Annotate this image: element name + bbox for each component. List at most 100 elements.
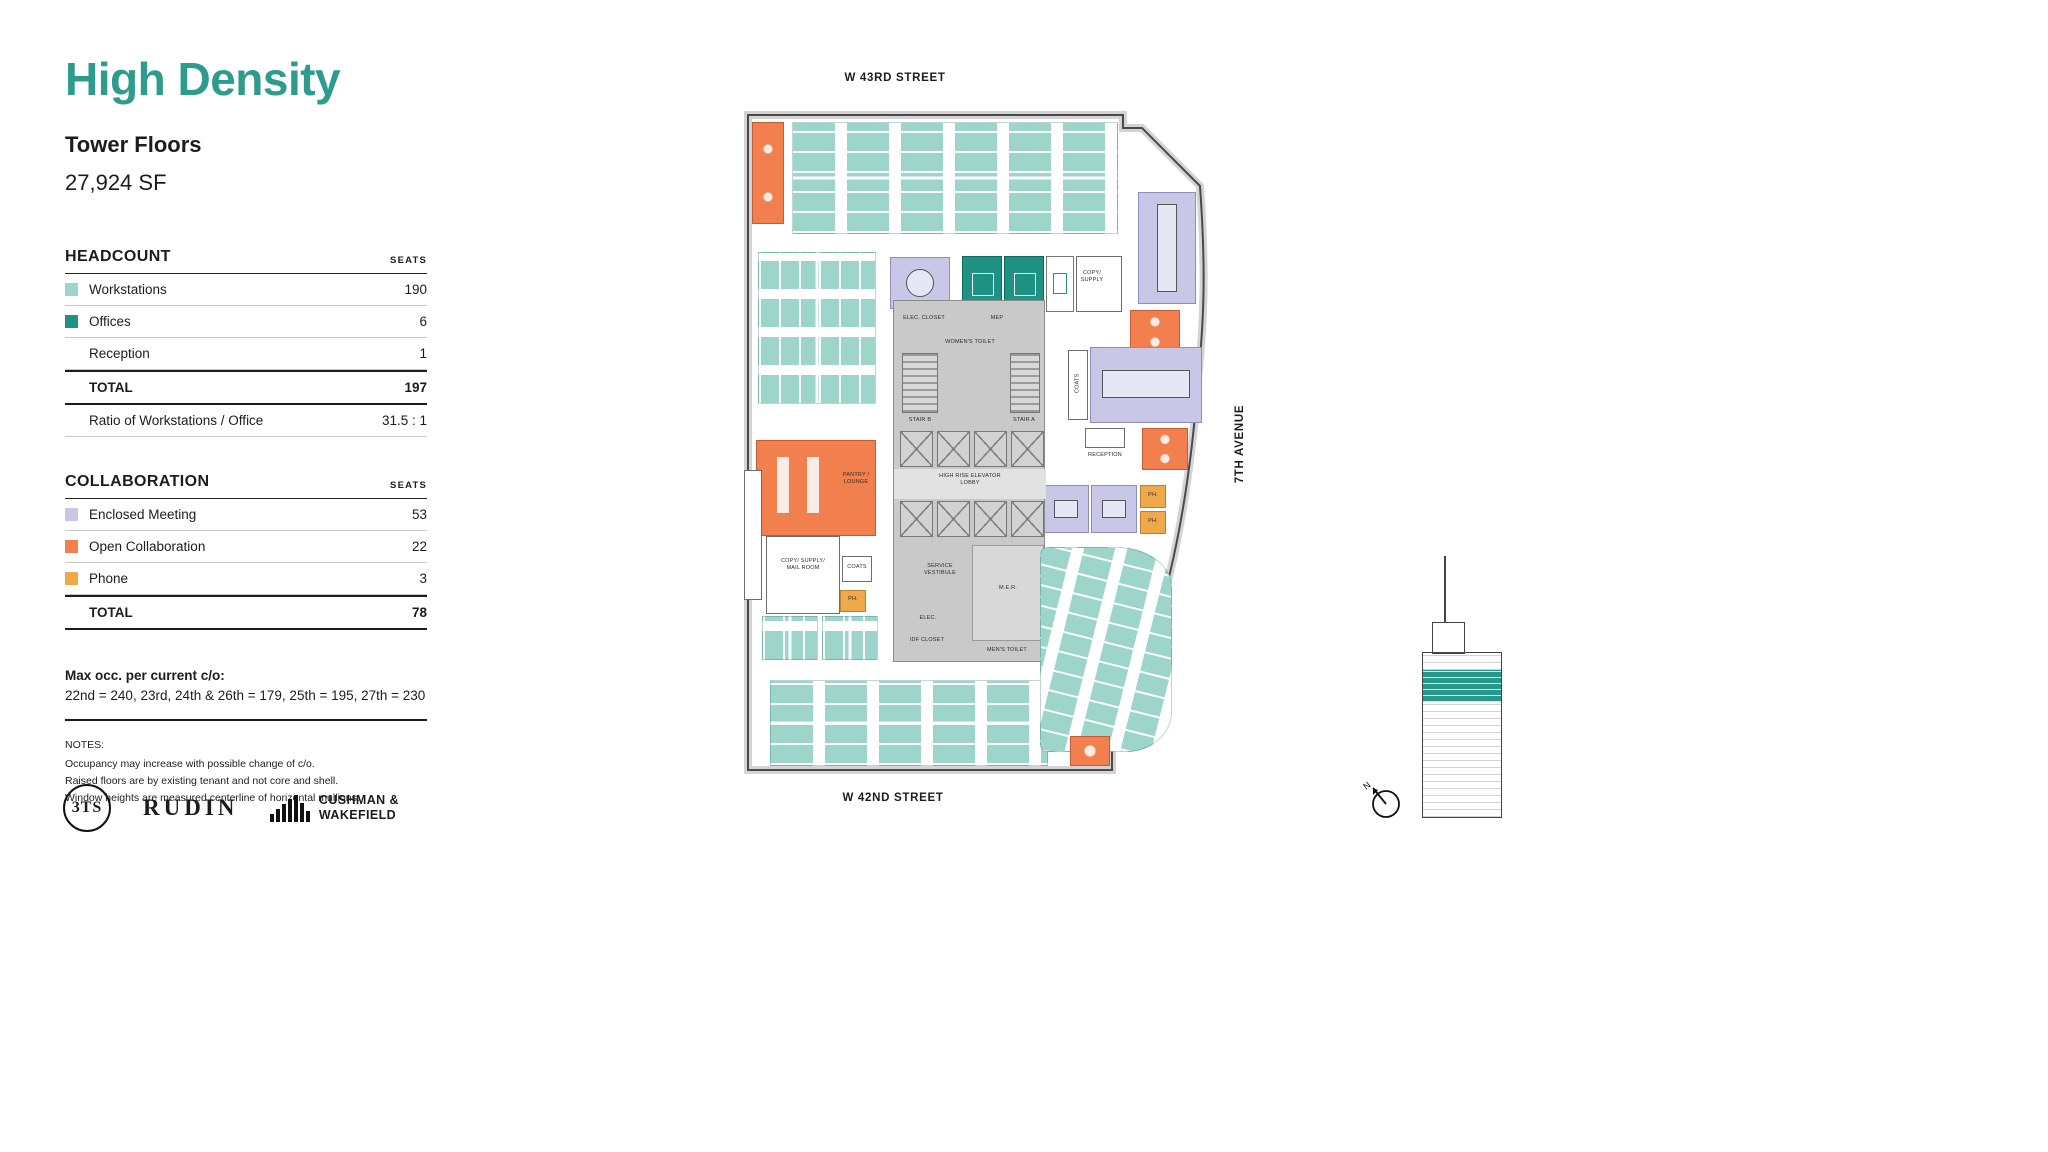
phone-room-3 — [840, 590, 866, 612]
page-title: High Density — [65, 53, 341, 105]
conference-table-icon — [1156, 204, 1178, 292]
building-crown — [1432, 622, 1465, 654]
elevator-shaft — [900, 431, 933, 467]
notes-heading: NOTES: — [65, 738, 105, 751]
row-label: Enclosed Meeting — [89, 507, 197, 522]
headcount-header: HEADCOUNT SEATS — [65, 248, 427, 274]
meeting-room-topright — [1138, 192, 1196, 304]
cushman-bars-icon — [270, 794, 310, 822]
row-value: 190 — [404, 282, 427, 297]
notes-line: Raised floors are by existing tenant and… — [65, 775, 339, 788]
idf-closet-label: IDF CLOSET — [909, 637, 945, 643]
collaboration-seats-label: SEATS — [390, 480, 427, 491]
row-label: TOTAL — [89, 380, 133, 395]
pantry-lounge-zone — [756, 440, 876, 536]
stair-b — [902, 353, 938, 413]
conference-room-right — [1090, 347, 1202, 423]
row-value: 1 — [419, 346, 427, 361]
logo-row: 3TS RUDIN CUSHMAN & WAKEFIELD — [63, 784, 399, 832]
stair-a — [1010, 353, 1040, 413]
meeting-room-small-2 — [1091, 485, 1137, 533]
notes-block: NOTES: Occupancy may increase with possi… — [65, 737, 427, 808]
elevator-lobby — [894, 469, 1046, 499]
open-collab-zone-reception — [1142, 428, 1188, 470]
workstations-zone-bottomleft-2 — [822, 616, 878, 660]
row-value: 78 — [411, 605, 427, 620]
area-label: 27,924 SF — [65, 170, 167, 195]
elevator-shaft — [937, 501, 970, 537]
row-label: Reception — [89, 346, 150, 361]
max-occupancy-block: Max occ. per current c/o: 22nd = 240, 23… — [65, 666, 427, 721]
phone-label: PH. — [1148, 492, 1158, 498]
elec-closet-label: ELEC. CLOSET — [903, 315, 945, 321]
cushman-line1: CUSHMAN & — [318, 793, 399, 808]
info-panel: High Density Tower Floors 27,924 SF HEAD… — [65, 52, 427, 808]
headcount-seats-label: SEATS — [390, 255, 427, 266]
max-occupancy-title: Max occ. per current c/o: — [65, 668, 225, 683]
cushman-wakefield-logo: CUSHMAN & WAKEFIELD — [270, 793, 399, 823]
row-label: Open Collaboration — [89, 539, 206, 554]
highlighted-floors-band — [1422, 670, 1502, 702]
mep-label: MEP — [990, 315, 1004, 321]
elevator-shaft — [974, 431, 1007, 467]
left-wall-shaft — [744, 470, 762, 600]
headcount-row-reception: Reception 1 — [65, 338, 427, 370]
floor-plan: W 43RD STREET W 42ND STREET 7TH AVENUE C… — [740, 60, 1246, 820]
open-collaboration-swatch — [65, 540, 78, 553]
rudin-logo: RUDIN — [143, 795, 239, 820]
coats-right-label: COATS — [1074, 373, 1081, 394]
stair-a-label: STAIR A — [1012, 417, 1036, 423]
workstations-zone-left — [758, 252, 876, 404]
workstations-zone-bottomleft-1 — [762, 616, 818, 660]
pantry-lounge-label: PANTRY / LOUNGE — [842, 472, 870, 485]
north-arrow-icon: N — [1361, 776, 1406, 824]
open-collab-zone-right-top — [1130, 310, 1180, 354]
cushman-line2: WAKEFIELD — [318, 808, 397, 822]
copy-mail-room — [766, 536, 840, 614]
row-label: TOTAL — [89, 605, 133, 620]
headcount-row-offices: Offices 6 — [65, 306, 427, 338]
conference-table-icon — [1102, 370, 1190, 399]
copy-supply-room — [1076, 256, 1122, 312]
row-value: 6 — [419, 314, 427, 329]
phone-room-2 — [1140, 511, 1166, 534]
elec-label: ELEC. — [919, 615, 937, 621]
phone-swatch — [65, 572, 78, 585]
headcount-section: HEADCOUNT SEATS Workstations 190 Offices… — [65, 248, 427, 437]
collaboration-header: COLLABORATION SEATS — [65, 473, 427, 499]
offices-swatch — [65, 315, 78, 328]
phone-room-1 — [1140, 485, 1166, 508]
headcount-row-workstations: Workstations 190 — [65, 274, 427, 306]
office-room-3 — [1046, 256, 1074, 312]
mer-room — [972, 545, 1044, 641]
workstations-zone-top — [792, 122, 1118, 234]
north-label: N — [1362, 780, 1372, 792]
reception-desk — [1085, 428, 1125, 448]
elevator-lobby-label: HIGH RISE ELEVATOR LOBBY — [939, 473, 1001, 486]
antenna-icon — [1444, 556, 1446, 624]
max-occupancy-detail: 22nd = 240, 23rd, 24th & 26th = 179, 25t… — [65, 688, 426, 704]
elevator-shaft — [1011, 501, 1044, 537]
notes-line: Window heights are measured centerline o… — [65, 792, 360, 805]
coats-left-label: COATS — [847, 564, 867, 570]
collab-row-phone: Phone 3 — [65, 563, 427, 595]
copy-mail-room-label: COPY/ SUPPLY/ MAIL ROOM — [780, 558, 826, 571]
row-label: Ratio of Workstations / Office — [89, 413, 264, 428]
street-label-top: W 43RD STREET — [844, 72, 946, 84]
service-vestibule-label: SERVICE VESTIBULE — [923, 563, 957, 576]
page-subtitle: Tower Floors — [65, 132, 202, 157]
collab-row-enclosed-meeting: Enclosed Meeting 53 — [65, 499, 427, 531]
row-value: 53 — [411, 507, 427, 522]
copy-supply-label: COPY/ SUPPLY — [1080, 270, 1104, 283]
cushman-logo-text: CUSHMAN & WAKEFIELD — [319, 793, 399, 823]
collab-row-open-collaboration: Open Collaboration 22 — [65, 531, 427, 563]
elevator-shaft — [900, 501, 933, 537]
building-core: ELEC. CLOSET MEP WOMEN'S TOILET STAIR B … — [893, 300, 1046, 662]
collab-row-total: TOTAL 78 — [65, 595, 427, 630]
meeting-room-small-1 — [1043, 485, 1089, 533]
workstations-zone-bottom — [770, 680, 1048, 766]
open-collab-pod-bottom — [1070, 736, 1110, 766]
row-value: 197 — [404, 380, 427, 395]
meeting-table-icon — [1053, 499, 1079, 519]
